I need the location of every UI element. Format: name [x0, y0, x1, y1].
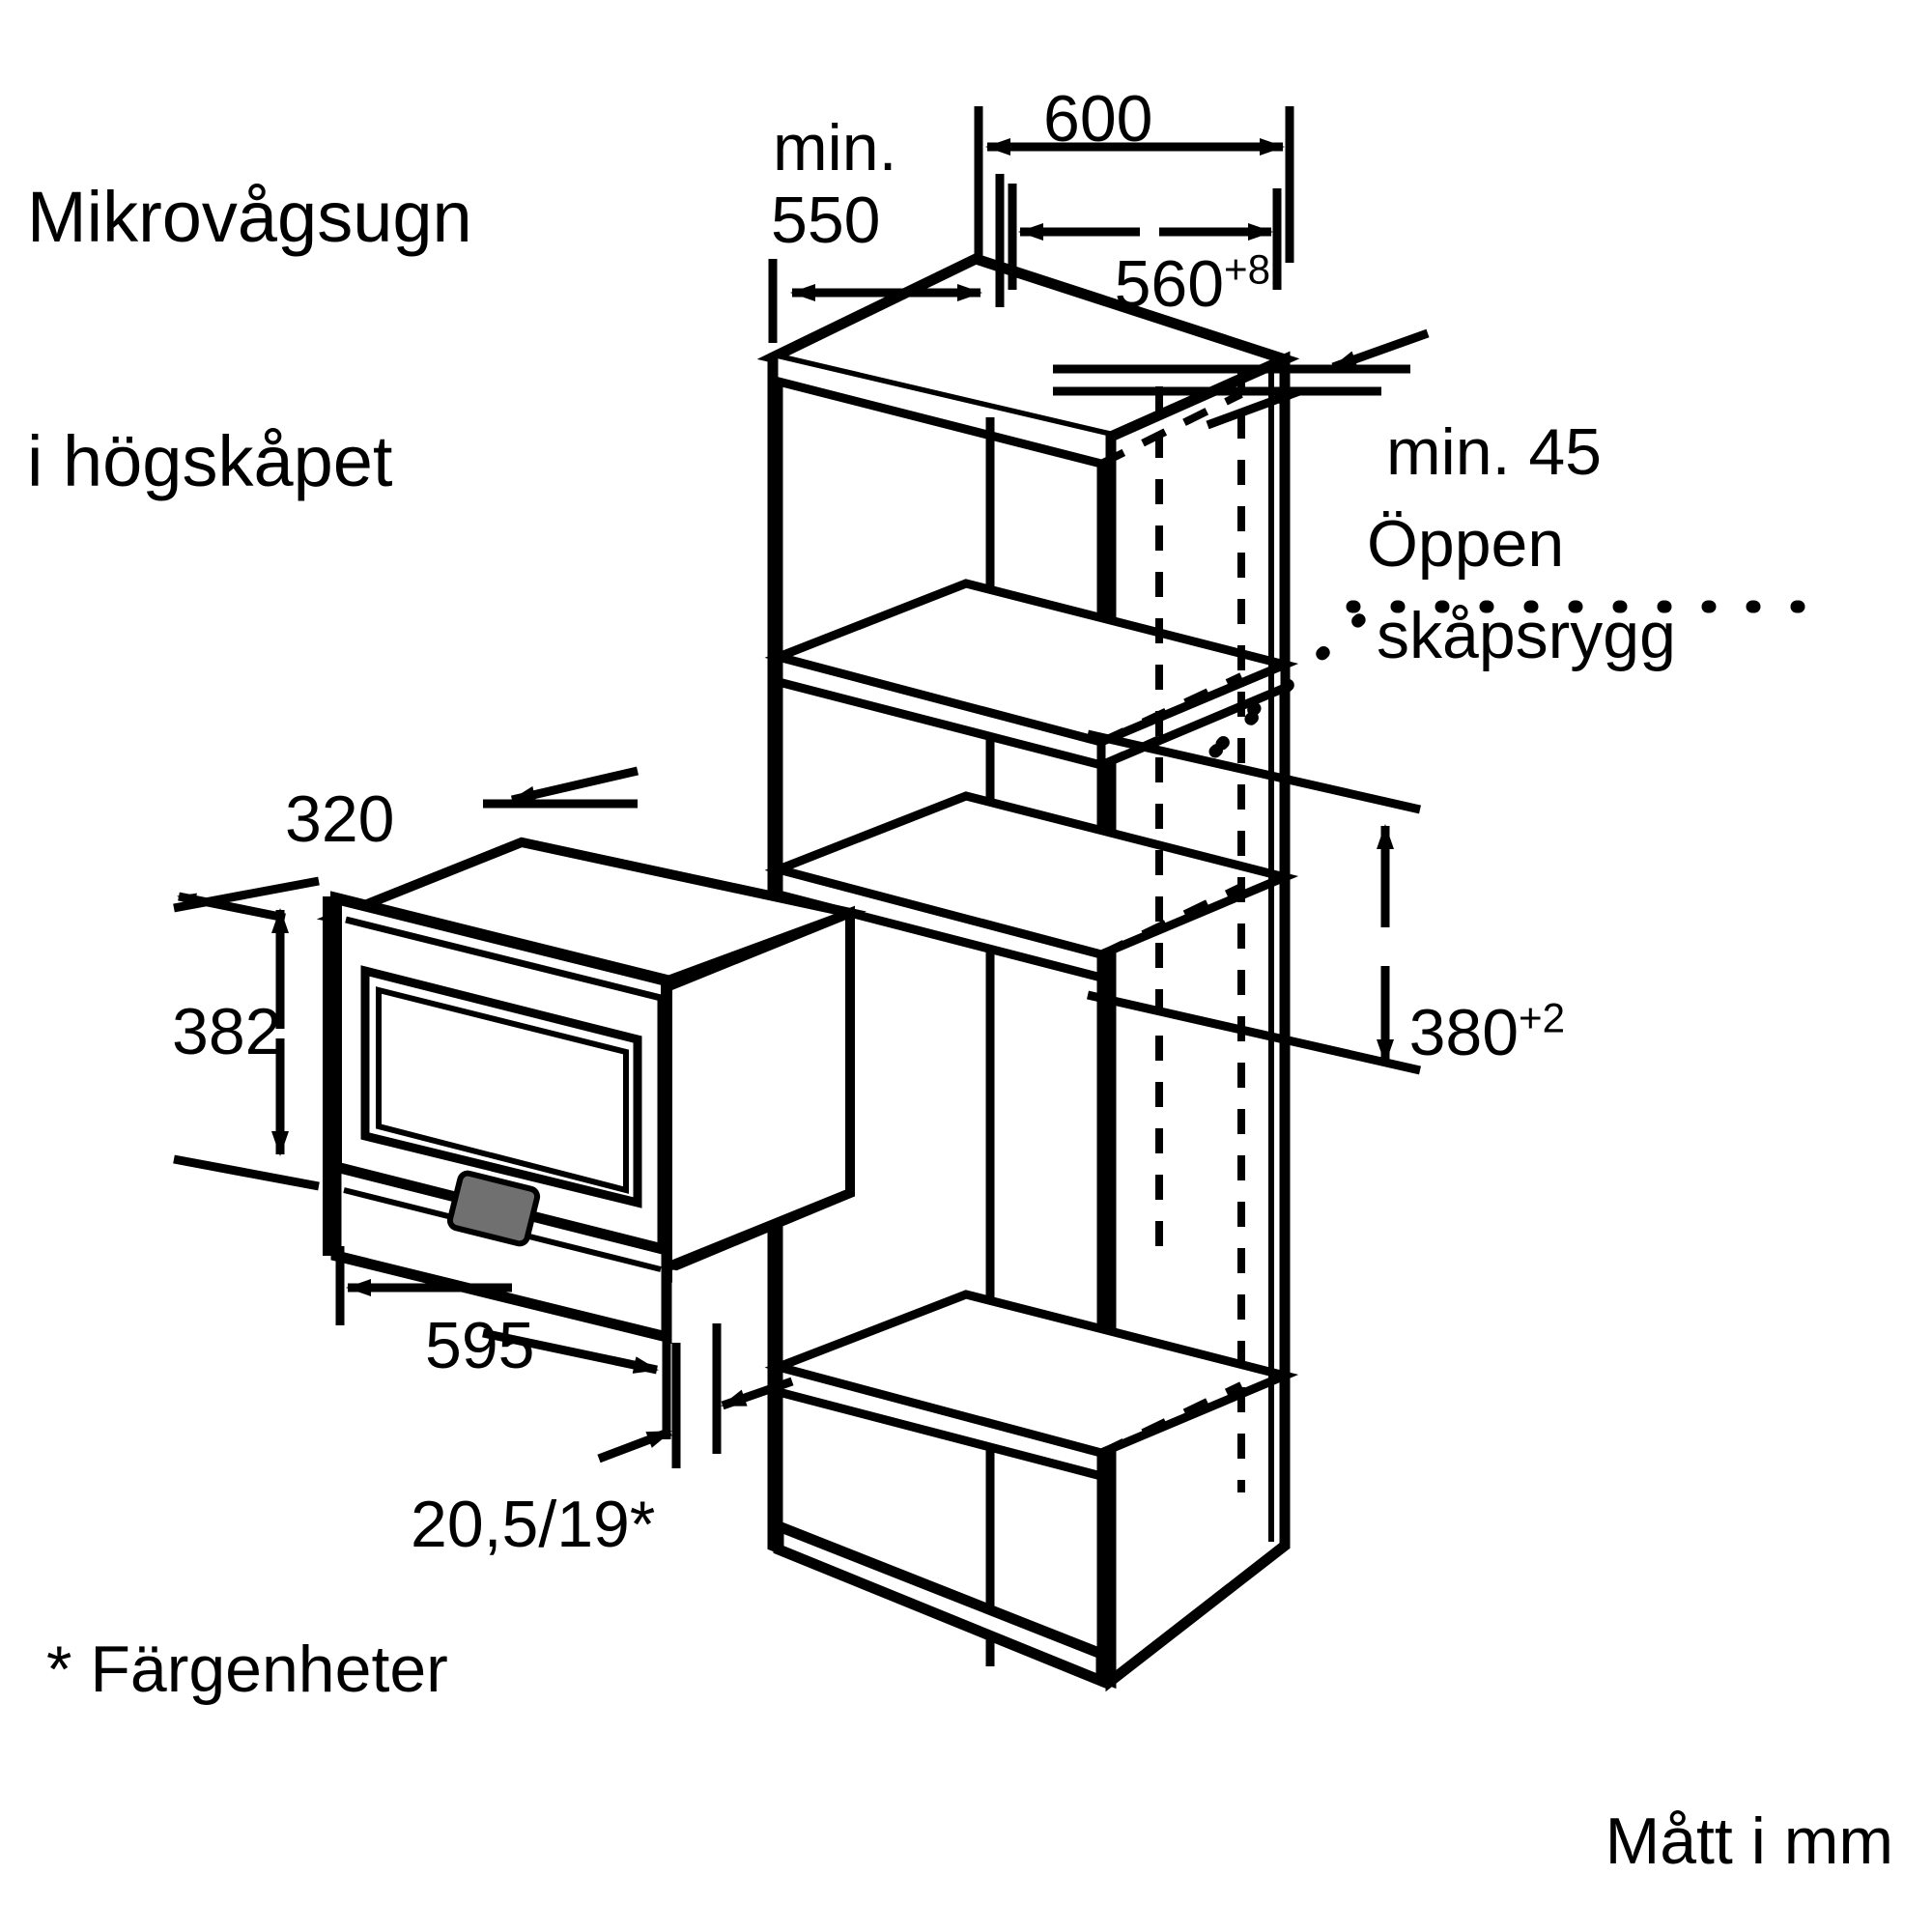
display-panel	[446, 1170, 541, 1247]
dim-label-380-value: 380	[1408, 996, 1520, 1070]
dim-label-560-value: 560	[1114, 247, 1225, 322]
dim-380	[1087, 729, 1421, 1075]
footnote: * Färgenheter	[46, 1633, 448, 1706]
dim-600	[974, 106, 1294, 263]
dim-min-45	[1053, 328, 1430, 430]
dim-label-382: 382	[172, 995, 282, 1068]
dim-label-min-550-word: min.	[773, 111, 897, 185]
dim-label-320: 320	[285, 782, 395, 856]
dim-min-550	[768, 174, 1005, 343]
note-min-45: min. 45	[1386, 415, 1602, 489]
dim-560	[1008, 184, 1282, 290]
page-title: Mikrovågsugn i högskåpet	[27, 14, 472, 666]
page-title-line1: Mikrovågsugn	[27, 176, 472, 257]
dim-label-min-550-value: 550	[771, 184, 881, 257]
dim-320	[483, 766, 639, 809]
dim-382	[173, 876, 320, 1191]
units-note: Mått i mm	[1605, 1804, 1893, 1878]
page-title-line2: i högskåpet	[27, 420, 393, 501]
dashed-hidden-edge	[1099, 367, 1245, 1492]
dim-label-595: 595	[425, 1309, 535, 1382]
dim-label-600: 600	[1043, 82, 1153, 156]
dim-label-380-tolerance: +2	[1519, 995, 1566, 1041]
note-open-back-line2: skåpsrygg	[1377, 599, 1676, 672]
dotted-leader-line	[1208, 600, 1823, 758]
dim-label-560: 560+8	[1041, 174, 1271, 394]
dim-595	[335, 1246, 671, 1439]
note-open-back-line1: Öppen	[1367, 507, 1565, 581]
dim-label-380: 380+2	[1336, 923, 1566, 1143]
dim-label-560-tolerance: +8	[1224, 246, 1271, 293]
dim-front-thickness	[597, 1323, 794, 1468]
dim-label-front-thickness: 20,5/19*	[411, 1488, 656, 1561]
